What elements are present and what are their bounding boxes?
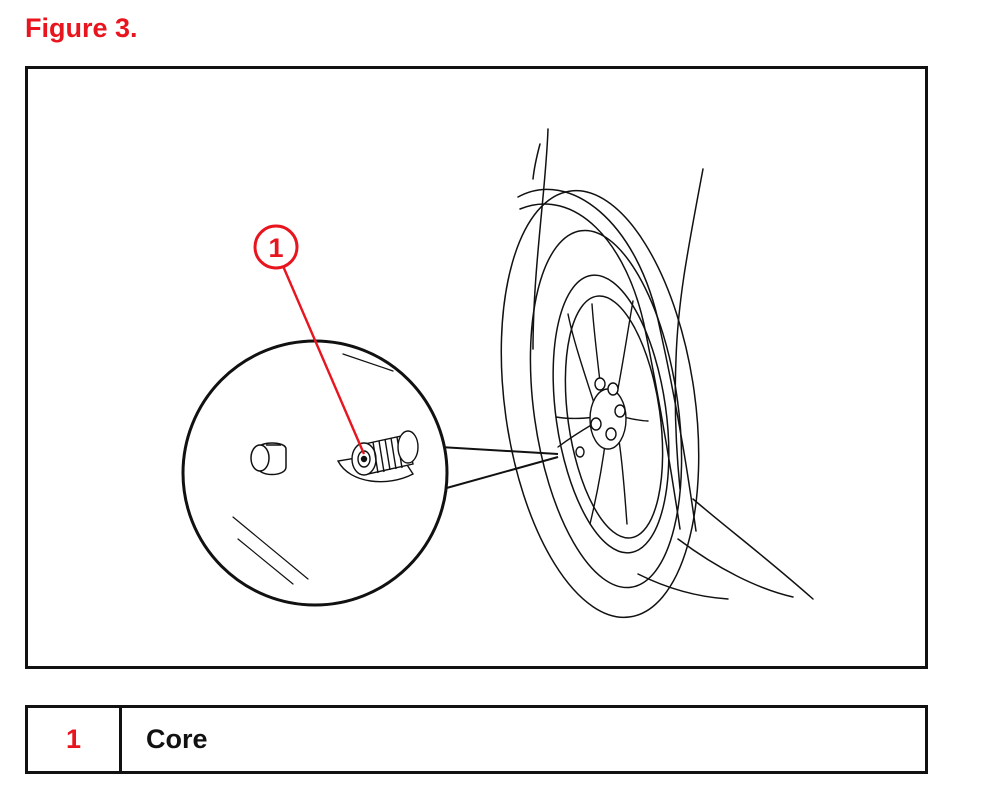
fender-arch-inner (519, 203, 681, 530)
legend-item-number: 1 (28, 708, 122, 771)
rocker-panel-lower (677, 538, 794, 598)
rim-outer (552, 274, 670, 554)
lug-nut (607, 382, 619, 396)
tire-outer (500, 189, 700, 619)
wheel-hub (575, 377, 627, 458)
tire (500, 189, 700, 619)
vehicle-body (517, 128, 814, 600)
callout-1: 1 (253, 224, 366, 455)
magnifier-pointer (439, 446, 559, 490)
detail-magnifier (181, 339, 449, 607)
valve-core-illustration: 1 (181, 128, 814, 619)
rim-inner (564, 295, 664, 539)
lug-nut (590, 417, 602, 431)
valve-cap (250, 442, 287, 476)
callout-number: 1 (268, 233, 283, 263)
lug-nut (614, 404, 626, 418)
door-line (674, 168, 704, 490)
legend-table: 1 Core (25, 705, 928, 774)
body-panel-line (532, 128, 549, 350)
fender-arch-outer (517, 188, 697, 532)
valve-stem-on-rim (575, 446, 585, 458)
figure-title: Figure 3. (25, 13, 138, 43)
illustration-frame: 1 (25, 66, 928, 669)
lug-nut (605, 427, 617, 441)
callout-circle (253, 224, 299, 270)
valve-stem (336, 430, 419, 483)
lug-nut (594, 377, 606, 391)
ground-line-1 (637, 573, 729, 600)
body-panel-line-inner (532, 143, 541, 180)
rocker-panel-upper (692, 498, 814, 600)
callout-leader-line (281, 265, 366, 455)
tire-sidewall (529, 229, 683, 589)
legend-item-label: Core (146, 724, 208, 754)
